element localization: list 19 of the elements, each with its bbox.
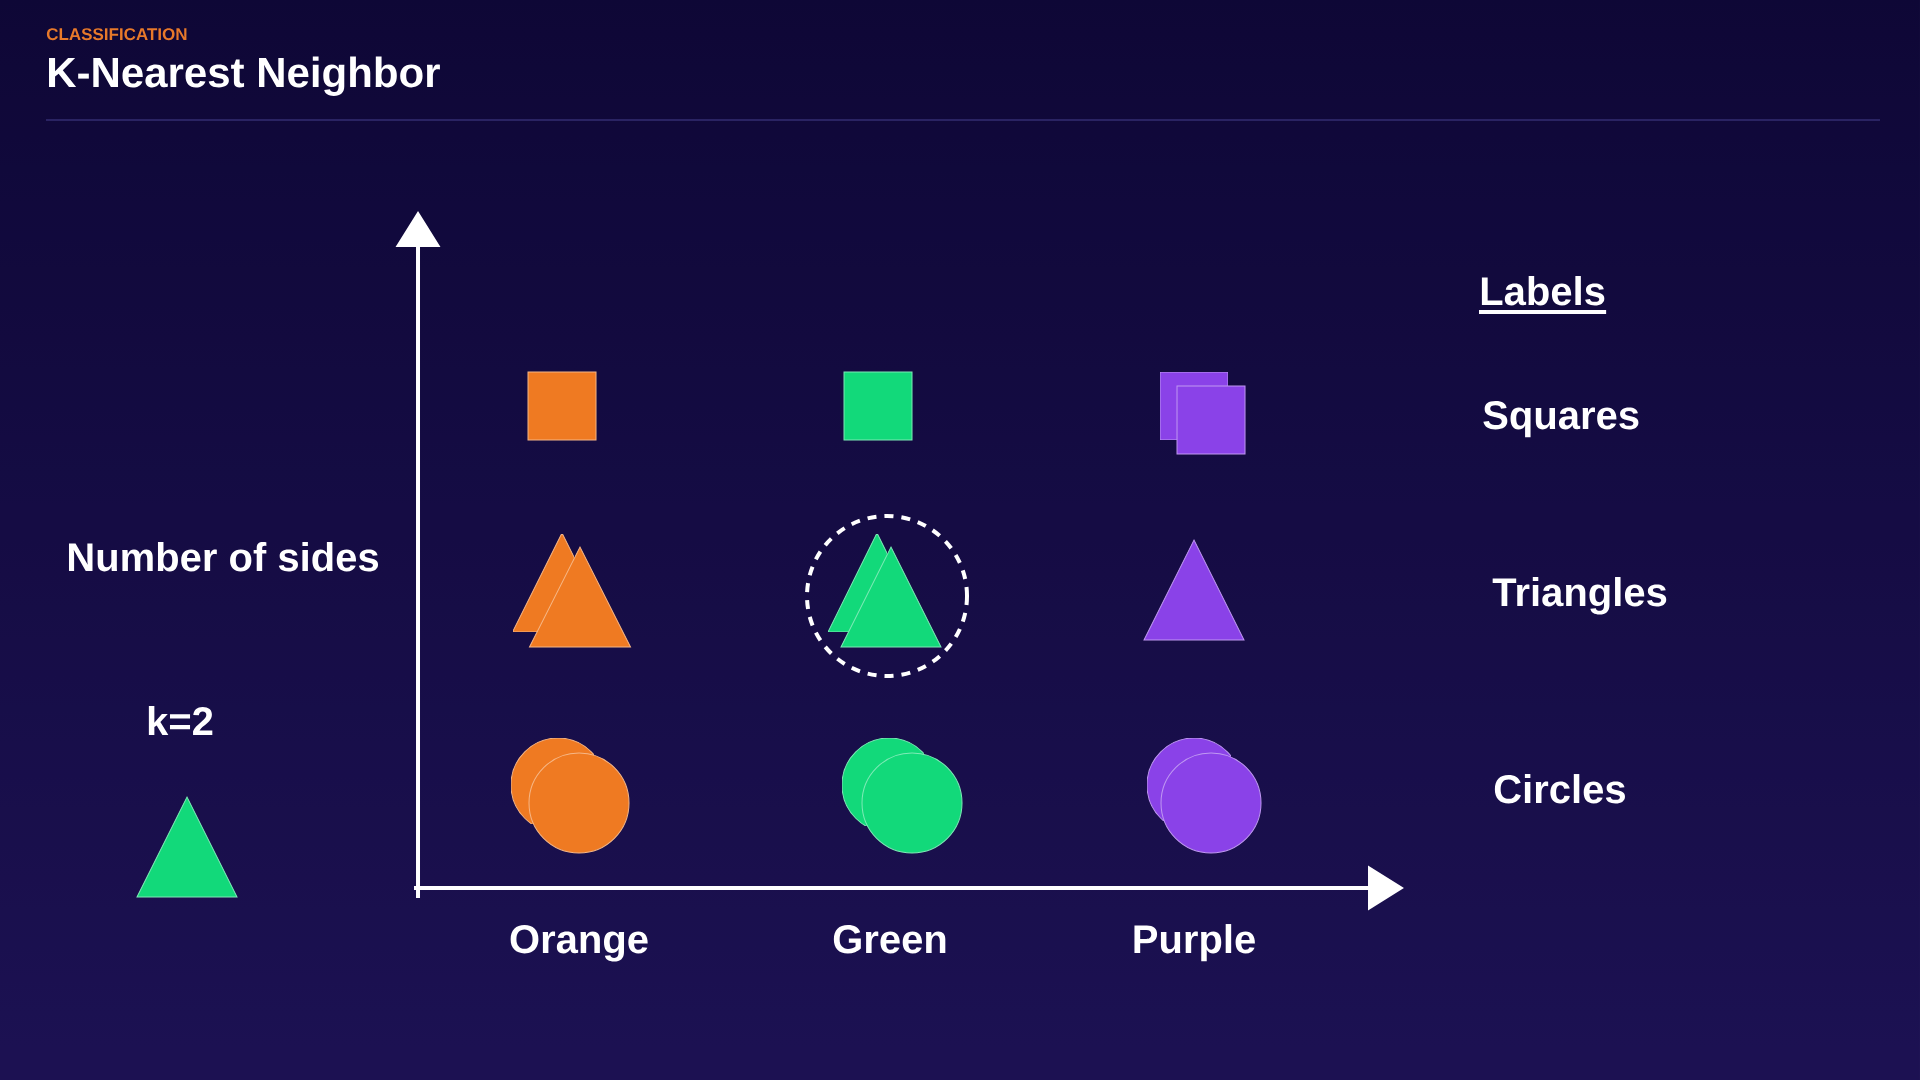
triangle-marker <box>136 796 238 898</box>
section-label: CLASSIFICATION <box>46 28 187 41</box>
triangle-marker <box>840 546 942 648</box>
column-label: Orange <box>510 925 648 962</box>
column-label: Green <box>833 925 946 954</box>
row-label: Triangles <box>1492 577 1667 615</box>
axis-title: Number of sides <box>69 542 379 572</box>
dashed-circle <box>805 514 969 678</box>
row-label: Squares <box>1483 401 1639 438</box>
underlined-heading: Labels <box>1479 276 1607 314</box>
row-label: Circles <box>1494 774 1625 804</box>
square-marker <box>843 371 913 441</box>
slide-title: K-Nearest Neighbor <box>49 56 440 96</box>
triangle-marker <box>1143 539 1245 641</box>
triangle-marker <box>529 546 631 648</box>
column-label: Purple <box>1134 924 1255 962</box>
square-marker <box>1176 385 1246 455</box>
k-value-label: k=2 <box>148 706 213 735</box>
square-marker <box>527 371 597 441</box>
